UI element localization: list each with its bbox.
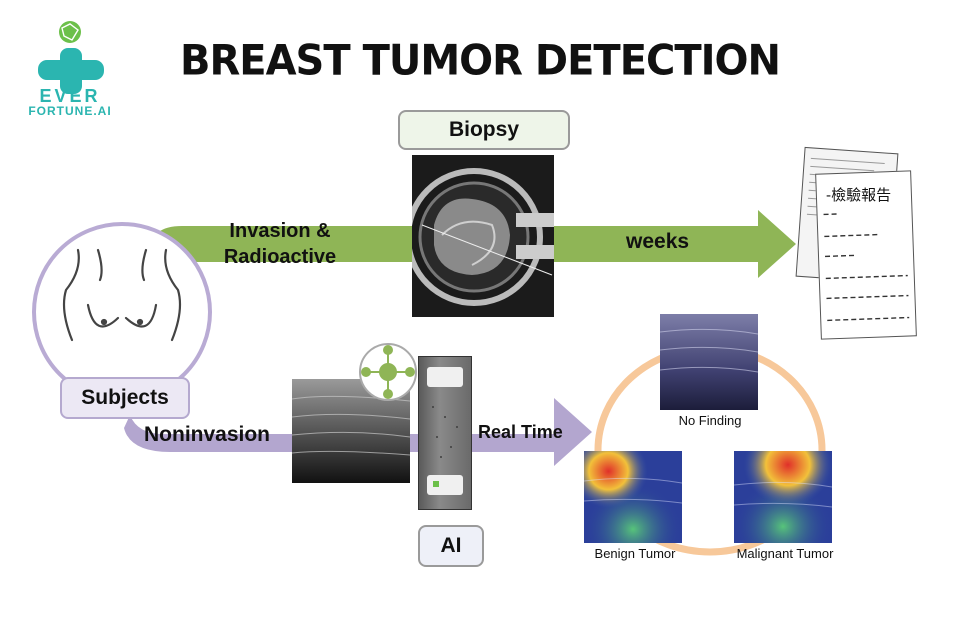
benign-tumor-caption: Benign Tumor (594, 546, 676, 561)
noninvasion-arrow (124, 398, 592, 466)
ai-device-image (418, 356, 472, 510)
real-time-label: Real Time (478, 422, 563, 442)
biopsy-image (412, 155, 554, 317)
biopsy-label: Biopsy (398, 110, 570, 150)
malignant-tumor-heatmap (734, 451, 832, 543)
logo-text-line1: EVER (39, 86, 101, 106)
page-title: BREAST TUMOR DETECTION (179, 36, 781, 86)
subject-circle (32, 222, 212, 402)
globe-cross-logo (38, 21, 104, 94)
noninvasion-label: Noninvasion (144, 423, 271, 446)
invasion-radioactive-label: Invasion & Radioactive (223, 220, 337, 268)
subjects-label: Subjects (60, 377, 190, 419)
no-finding-image (660, 314, 758, 410)
torso-icon (62, 248, 182, 342)
weeks-label: weeks (626, 230, 690, 253)
logo-text-line2: FORTUNE.AI (28, 104, 112, 118)
report-title: -檢驗報告 (826, 186, 892, 204)
report-page-front (815, 170, 917, 340)
ai-label: AI (418, 525, 484, 567)
malignant-tumor-caption: Malignant Tumor (736, 546, 834, 561)
no-finding-caption: No Finding (678, 413, 742, 428)
benign-tumor-heatmap (584, 451, 682, 543)
ai-network-icon (359, 343, 417, 401)
